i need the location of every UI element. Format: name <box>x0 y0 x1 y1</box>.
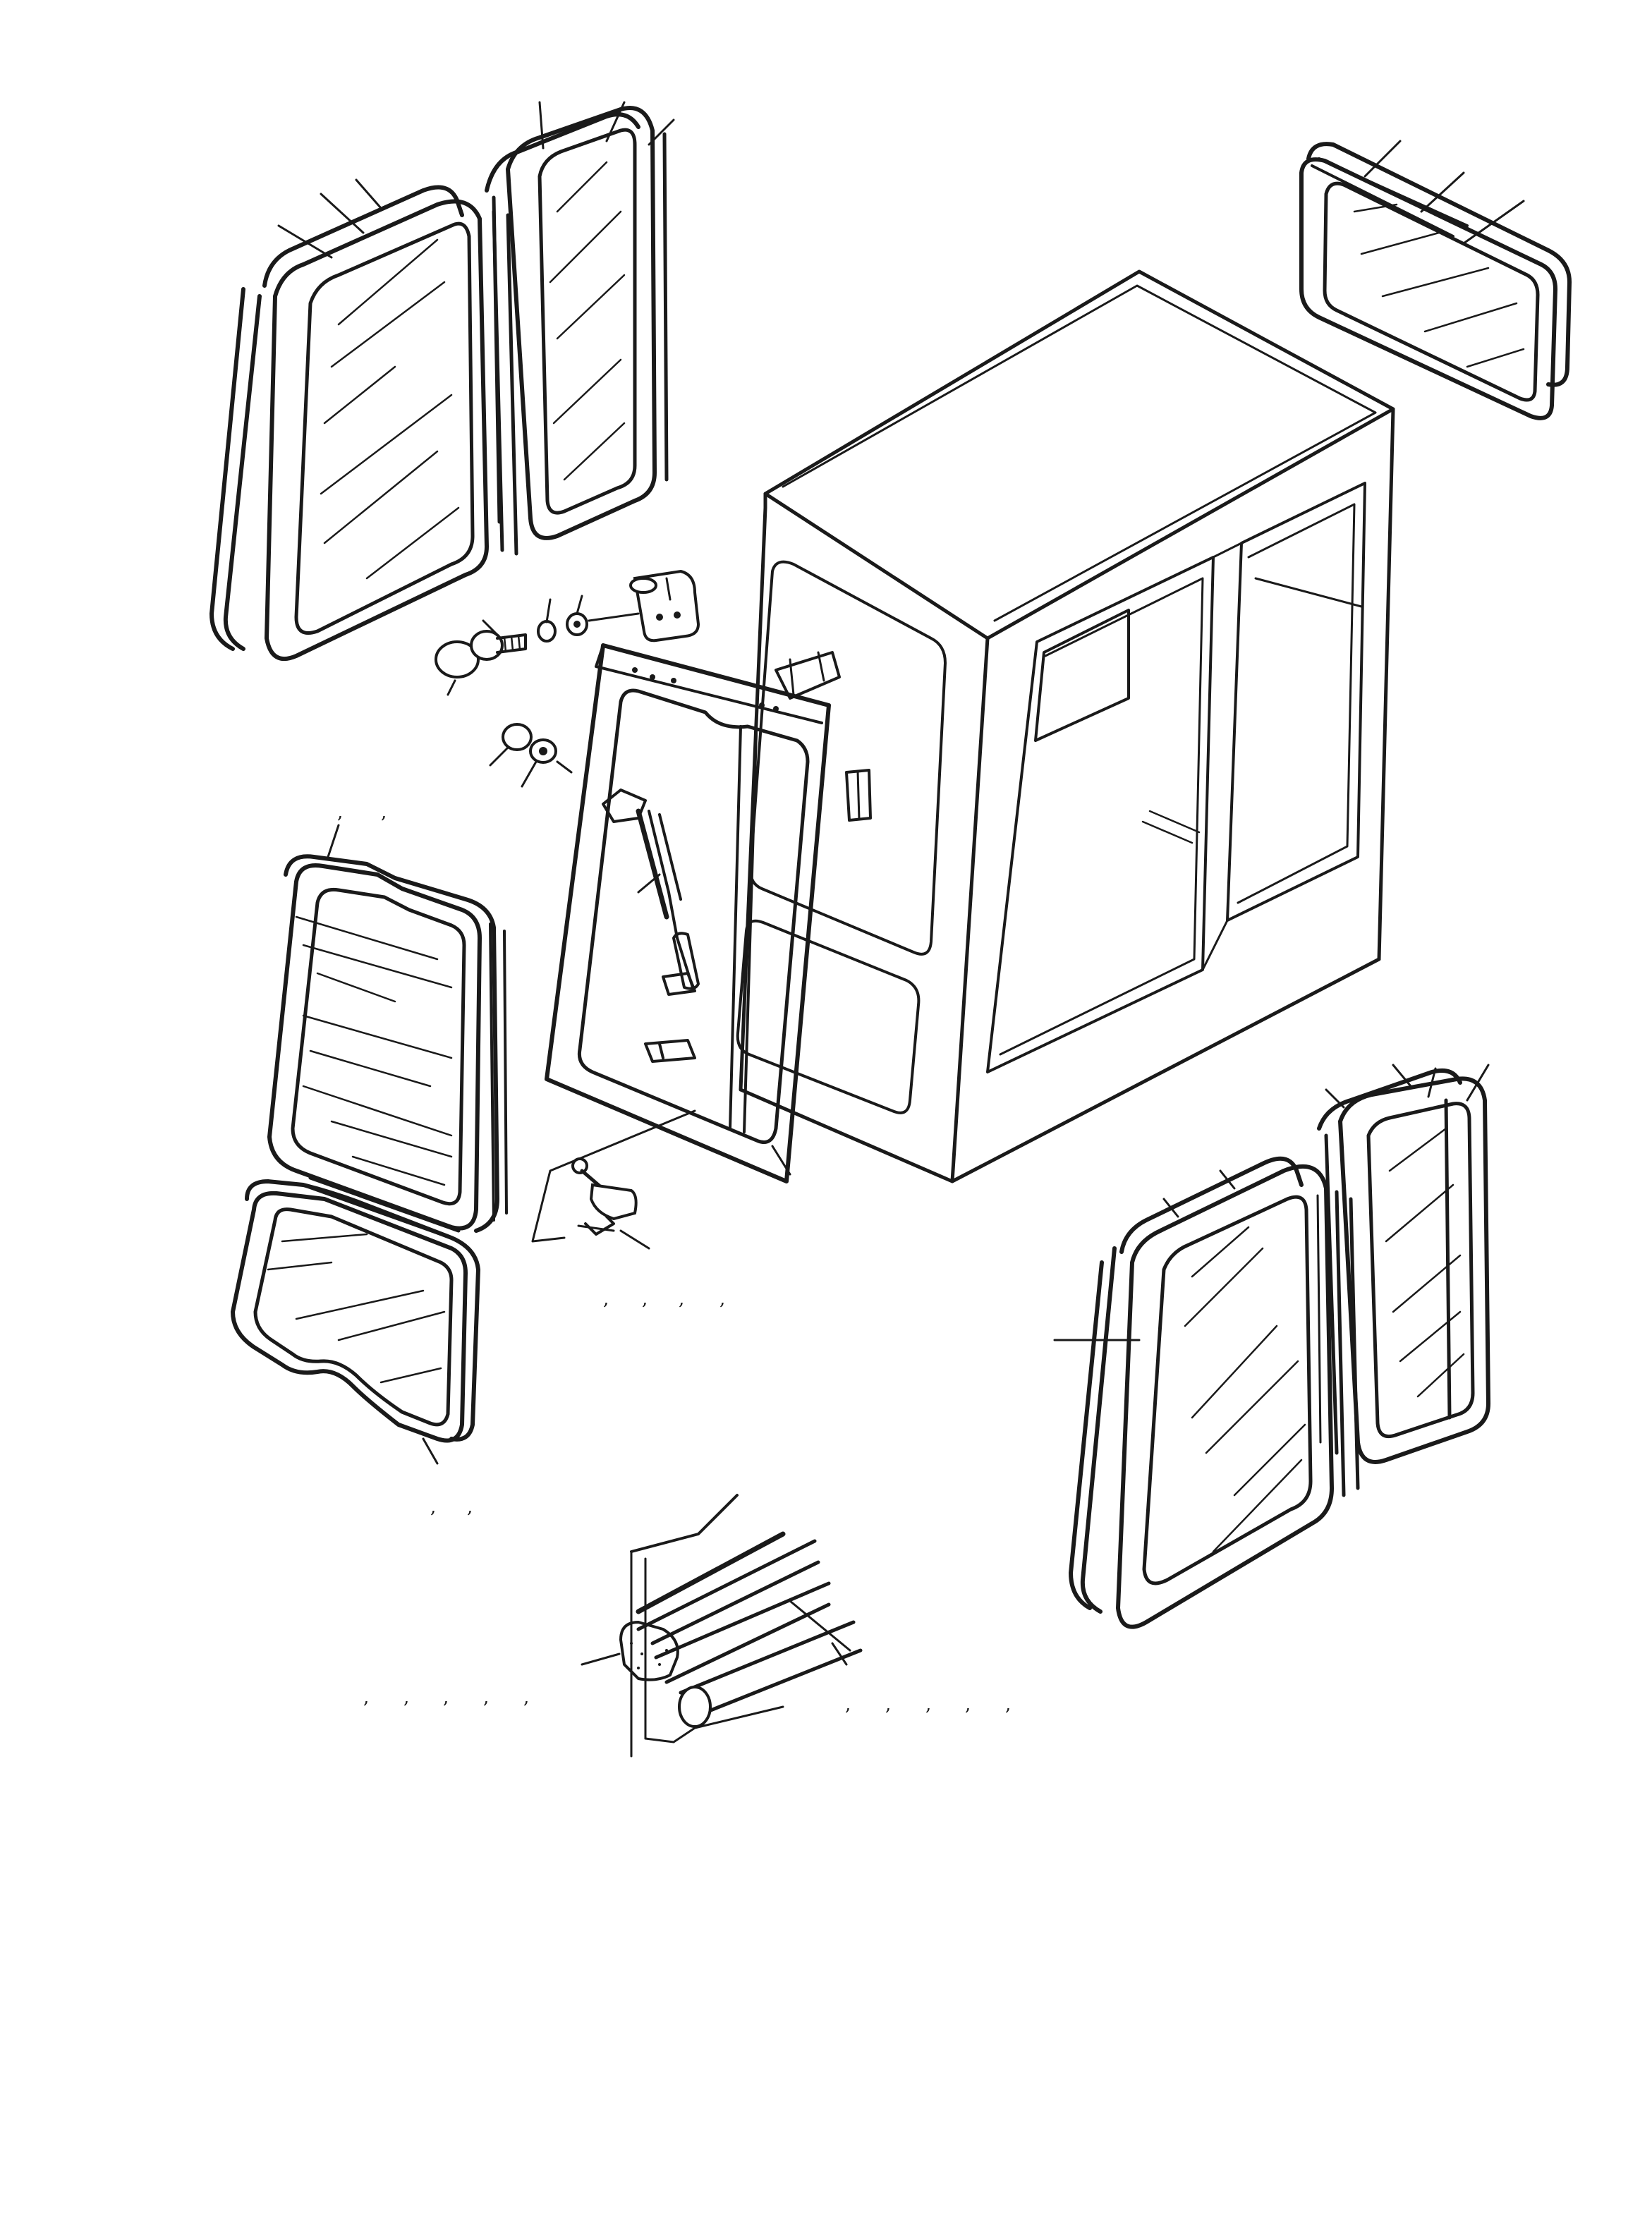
rear-glass <box>1299 140 1572 420</box>
svg-text:,: , <box>885 1694 891 1715</box>
svg-text:,: , <box>523 1687 529 1708</box>
svg-text:,: , <box>363 1687 369 1708</box>
handle <box>571 1157 650 1250</box>
gas-strut <box>602 789 700 996</box>
svg-text:,: , <box>483 1687 489 1708</box>
svg-text:,: , <box>403 1687 409 1708</box>
cab-body <box>736 269 1395 1183</box>
svg-text:,: , <box>845 1694 851 1715</box>
lower-left-window-lower <box>231 1176 480 1465</box>
svg-text:,: , <box>719 1289 725 1310</box>
svg-text:,: , <box>603 1289 609 1310</box>
right-side-glass-large <box>1053 1156 1360 1629</box>
svg-text:,: , <box>467 1497 473 1518</box>
svg-text:,: , <box>679 1289 684 1310</box>
svg-text:,: , <box>430 1497 436 1518</box>
hinge-bracket <box>629 569 700 643</box>
bolt <box>470 619 527 661</box>
svg-text:,: , <box>381 802 387 823</box>
washer <box>489 723 573 788</box>
cap-nut <box>435 640 480 696</box>
svg-text:,: , <box>925 1694 931 1715</box>
door-frame <box>531 643 831 1243</box>
lower-left-window-upper <box>267 824 508 1233</box>
svg-text:,: , <box>965 1694 971 1715</box>
right-side-glass-small <box>1317 1064 1490 1464</box>
front-upper-left-glass <box>209 178 518 661</box>
separator-marks: ,, ,, ,, ,, ,, ,, , ,, ,, , <box>337 802 1011 1715</box>
svg-text:,: , <box>642 1289 648 1310</box>
front-upper-right-glass <box>485 101 675 540</box>
svg-text:,: , <box>1005 1694 1011 1715</box>
seal-profile-detail <box>581 1494 863 1758</box>
svg-text:,: , <box>337 802 343 823</box>
washer <box>537 595 640 643</box>
svg-text:,: , <box>443 1687 449 1708</box>
